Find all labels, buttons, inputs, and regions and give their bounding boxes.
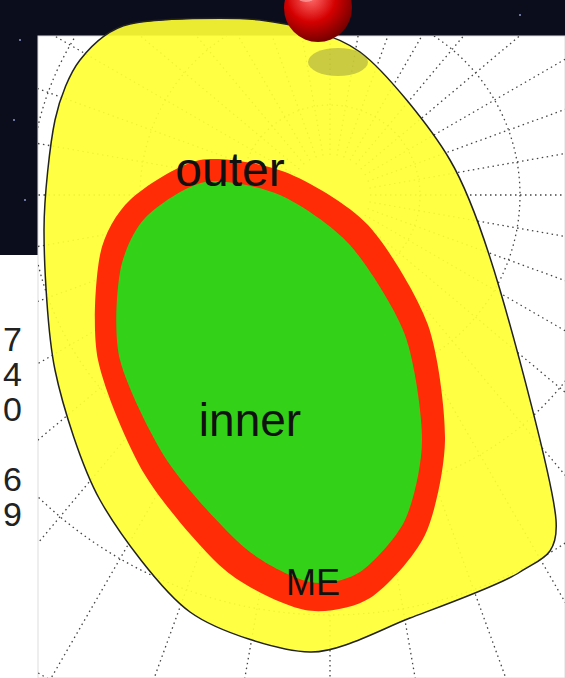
polar-grid: [38, 36, 565, 678]
region-outline: [95, 159, 445, 611]
cut-off-number: 7: [3, 322, 22, 356]
cut-off-number: 4: [3, 357, 22, 391]
outer-region: outerME inner: [38, 14, 562, 666]
region-shape: [110, 170, 430, 590]
region-label: inner: [199, 397, 301, 443]
cut-off-number: 9: [3, 497, 22, 531]
me-band: ME inner: [90, 150, 452, 620]
region-outline: [44, 18, 556, 652]
grid-circle: [38, 36, 565, 678]
inner-region: inner: [110, 170, 430, 590]
region-label: ME: [286, 565, 340, 601]
region-outline: [116, 181, 422, 583]
region-label: outer: [175, 146, 284, 194]
cut-off-number: 0: [3, 392, 22, 426]
cut-off-number: 6: [3, 462, 22, 496]
